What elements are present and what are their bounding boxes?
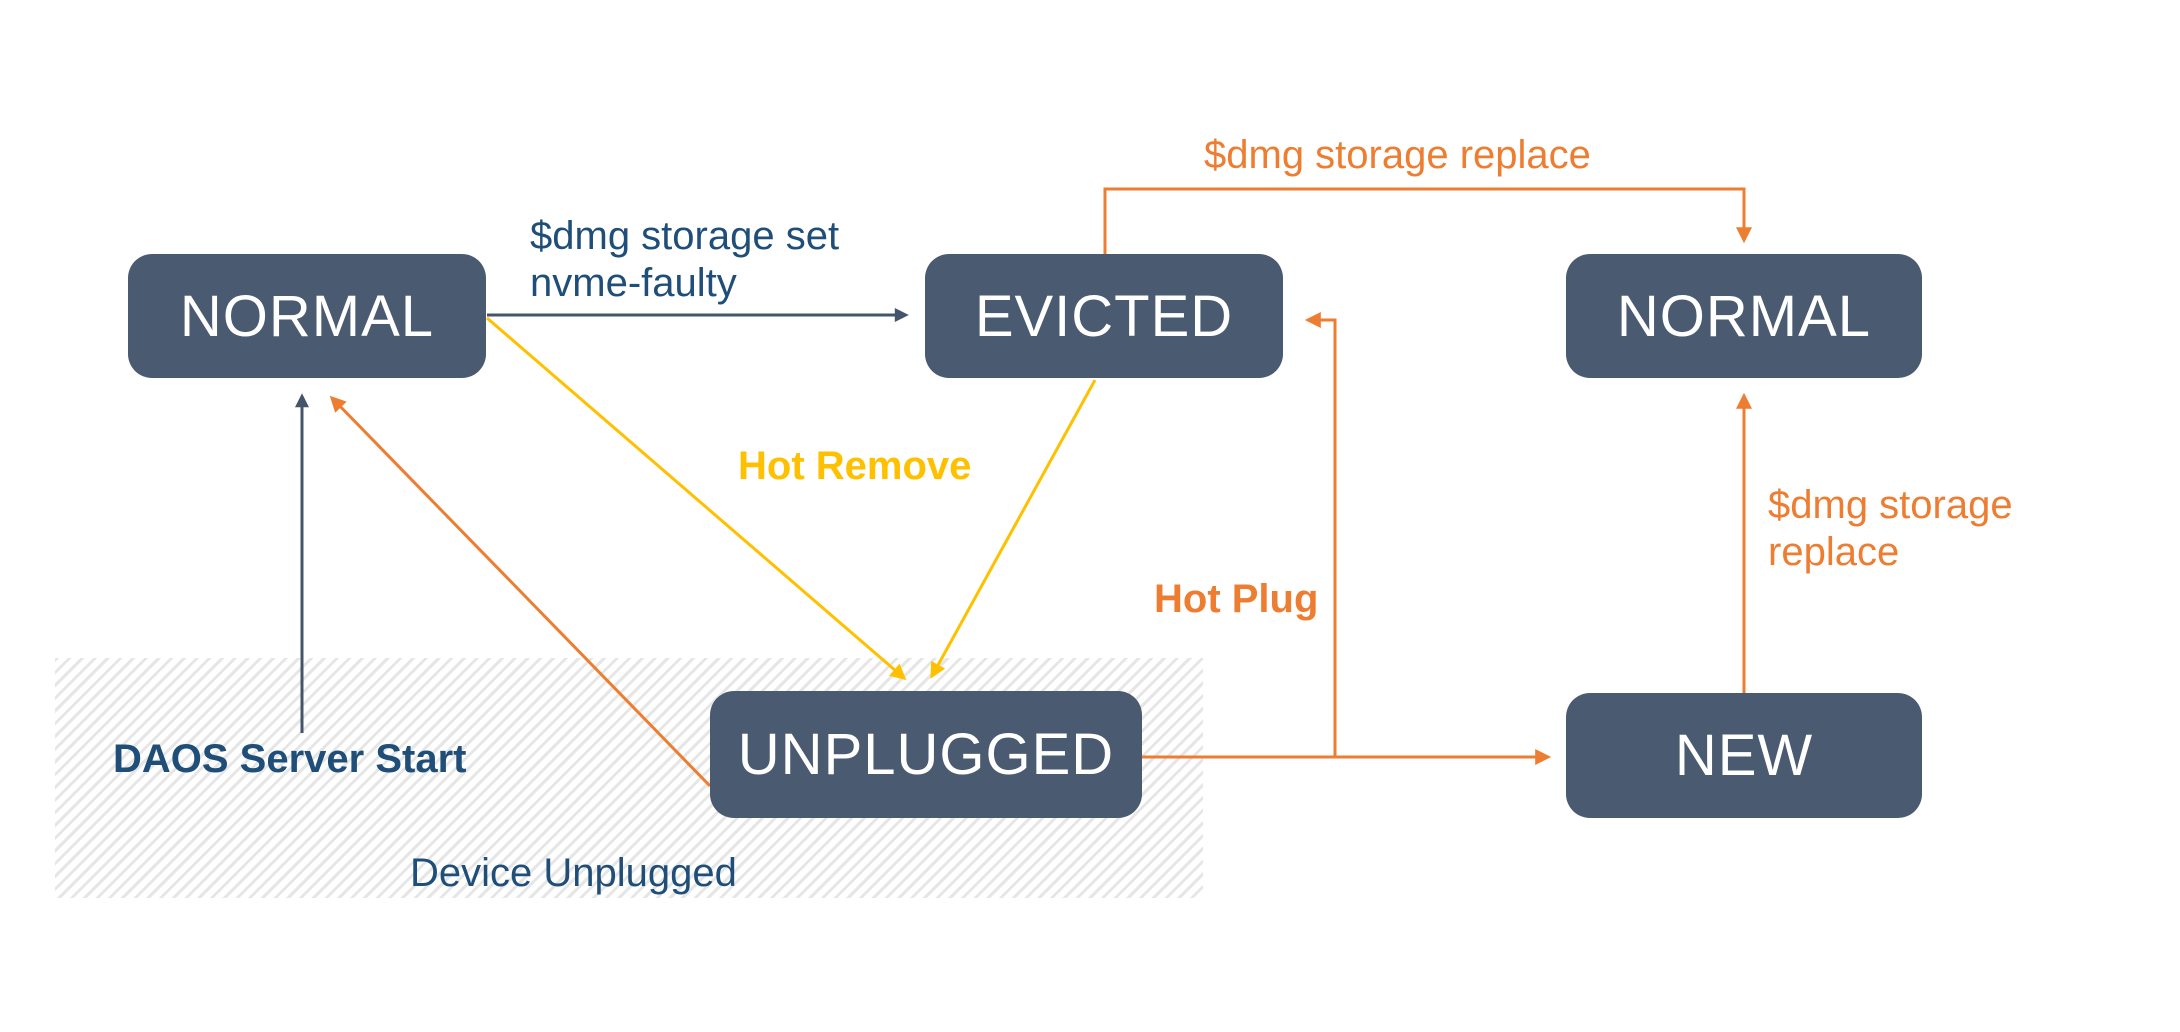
region-label-device-unplugged: Device Unplugged [410, 851, 737, 895]
edge-hotplug-to-evicted [1304, 312, 1337, 757]
state-node-normal-left: NORMAL [128, 254, 486, 378]
state-label-evicted: EVICTED [974, 283, 1234, 349]
edge-evicted-to-normalright [1103, 187, 1752, 254]
state-label-unplugged: UNPLUGGED [737, 722, 1115, 787]
edge-unplugged-to-normal [329, 395, 712, 788]
state-node-new: NEW [1566, 693, 1922, 818]
state-label-normal-left: NORMAL [179, 283, 435, 349]
edge-label-daos-server-start: DAOS Server Start [113, 737, 467, 781]
state-node-normal-right: NORMAL [1566, 254, 1922, 378]
edge-label-storage-replace-top: $dmg storage replace [1204, 133, 1591, 177]
state-label-new: NEW [1674, 723, 1814, 788]
state-label-normal-right: NORMAL [1616, 283, 1872, 349]
edge-label-hot-remove: Hot Remove [738, 444, 972, 488]
state-node-unplugged: UNPLUGGED [710, 691, 1142, 818]
state-node-evicted: EVICTED [925, 254, 1283, 378]
edge-normal-to-unplugged [486, 316, 907, 681]
edge-label-set-nvme-faulty: $dmg storage set nvme-faulty [530, 214, 840, 306]
edge-evicted-to-unplugged [930, 379, 1097, 679]
edge-label-hot-plug: Hot Plug [1154, 577, 1319, 621]
edge-label-storage-replace-right: $dmg storage replace [1768, 483, 2013, 575]
